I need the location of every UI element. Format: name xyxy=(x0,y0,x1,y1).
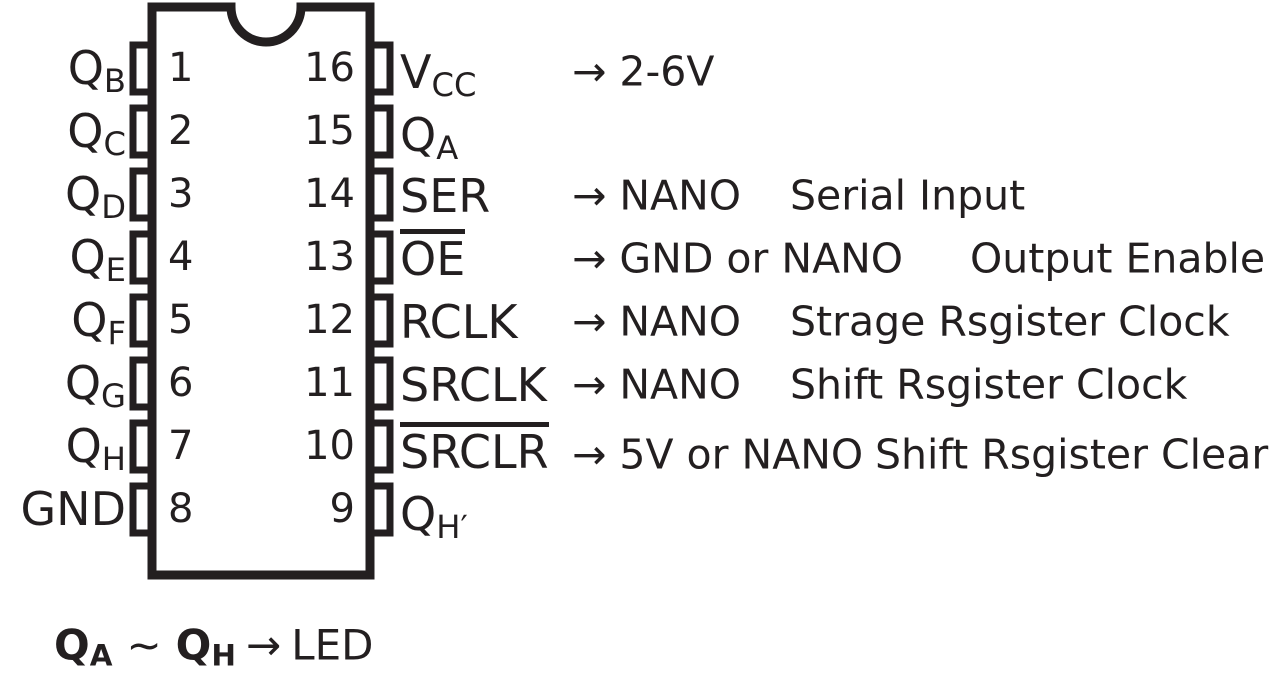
pin-number-12: 12 xyxy=(304,297,355,343)
active-low-overline: OE xyxy=(400,228,466,286)
pin-label-right-9: QH′ xyxy=(400,487,468,547)
pin-label-left-8: GND xyxy=(20,482,126,536)
pin-label-left-1: QB xyxy=(67,41,126,101)
summary-range-separator: ~ xyxy=(126,620,162,670)
pin-label-left-4: QE xyxy=(69,230,126,290)
connection-13: → GND or NANO xyxy=(572,234,904,283)
connection-12: → NANO xyxy=(572,297,742,346)
pin-label-right-15: QA xyxy=(400,108,459,168)
pin-label-left-2: QC xyxy=(67,104,126,164)
pin-label-right-11: SRCLK xyxy=(400,358,547,412)
pin-number-9: 9 xyxy=(329,486,355,532)
summary-arrow-icon: → xyxy=(246,620,282,670)
description-14: Serial Input xyxy=(790,171,1026,220)
connection-16: → 2-6V xyxy=(572,47,715,96)
pin-label-right-14: SER xyxy=(400,169,491,223)
pin-label-left-5: QF xyxy=(71,293,126,353)
pin-label-right-13: OE xyxy=(400,228,466,286)
pin-number-15: 15 xyxy=(304,108,355,154)
active-low-overline: SRCLR xyxy=(400,421,549,479)
pin-number-10: 10 xyxy=(304,423,355,469)
description-11: Shift Rsgister Clock xyxy=(790,360,1188,409)
pin-label-left-3: QD xyxy=(64,167,126,227)
connection-14: → NANO xyxy=(572,171,742,220)
pin-label-right-10: SRCLR xyxy=(400,421,549,479)
description-12: Strage Rsgister Clock xyxy=(790,297,1230,346)
pin-number-11: 11 xyxy=(304,360,355,406)
pin-label-right-12: RCLK xyxy=(400,295,518,349)
pin-label-right-16: VCC xyxy=(400,45,477,105)
pin-number-6: 6 xyxy=(168,360,194,406)
summary-target: LED xyxy=(291,620,374,670)
pin-number-13: 13 xyxy=(304,234,355,280)
pin-number-2: 2 xyxy=(168,108,194,154)
pin-label-left-7: QH xyxy=(65,419,126,479)
pin-number-1: 1 xyxy=(168,45,194,91)
description-13: Output Enable xyxy=(970,234,1266,283)
summary-first-output: QA xyxy=(54,620,113,673)
pin-label-left-6: QG xyxy=(64,356,126,416)
connection-11: → NANO xyxy=(572,360,742,409)
pin-number-3: 3 xyxy=(168,171,194,217)
pin-number-14: 14 xyxy=(304,171,355,217)
pin-number-4: 4 xyxy=(168,234,194,280)
output-summary-line: QA ~ QH→LED xyxy=(54,620,374,673)
pin-number-7: 7 xyxy=(168,423,194,469)
pin-tabs-right xyxy=(358,41,394,537)
pin-number-5: 5 xyxy=(168,297,194,343)
pin-number-16: 16 xyxy=(304,45,355,91)
pin-number-8: 8 xyxy=(168,486,194,532)
description-10: Shift Rsgister Clear xyxy=(875,430,1269,479)
summary-second-output: QH xyxy=(175,620,236,673)
pin-tabs-left xyxy=(129,41,165,537)
connection-10: → 5V or NANO xyxy=(572,430,864,479)
